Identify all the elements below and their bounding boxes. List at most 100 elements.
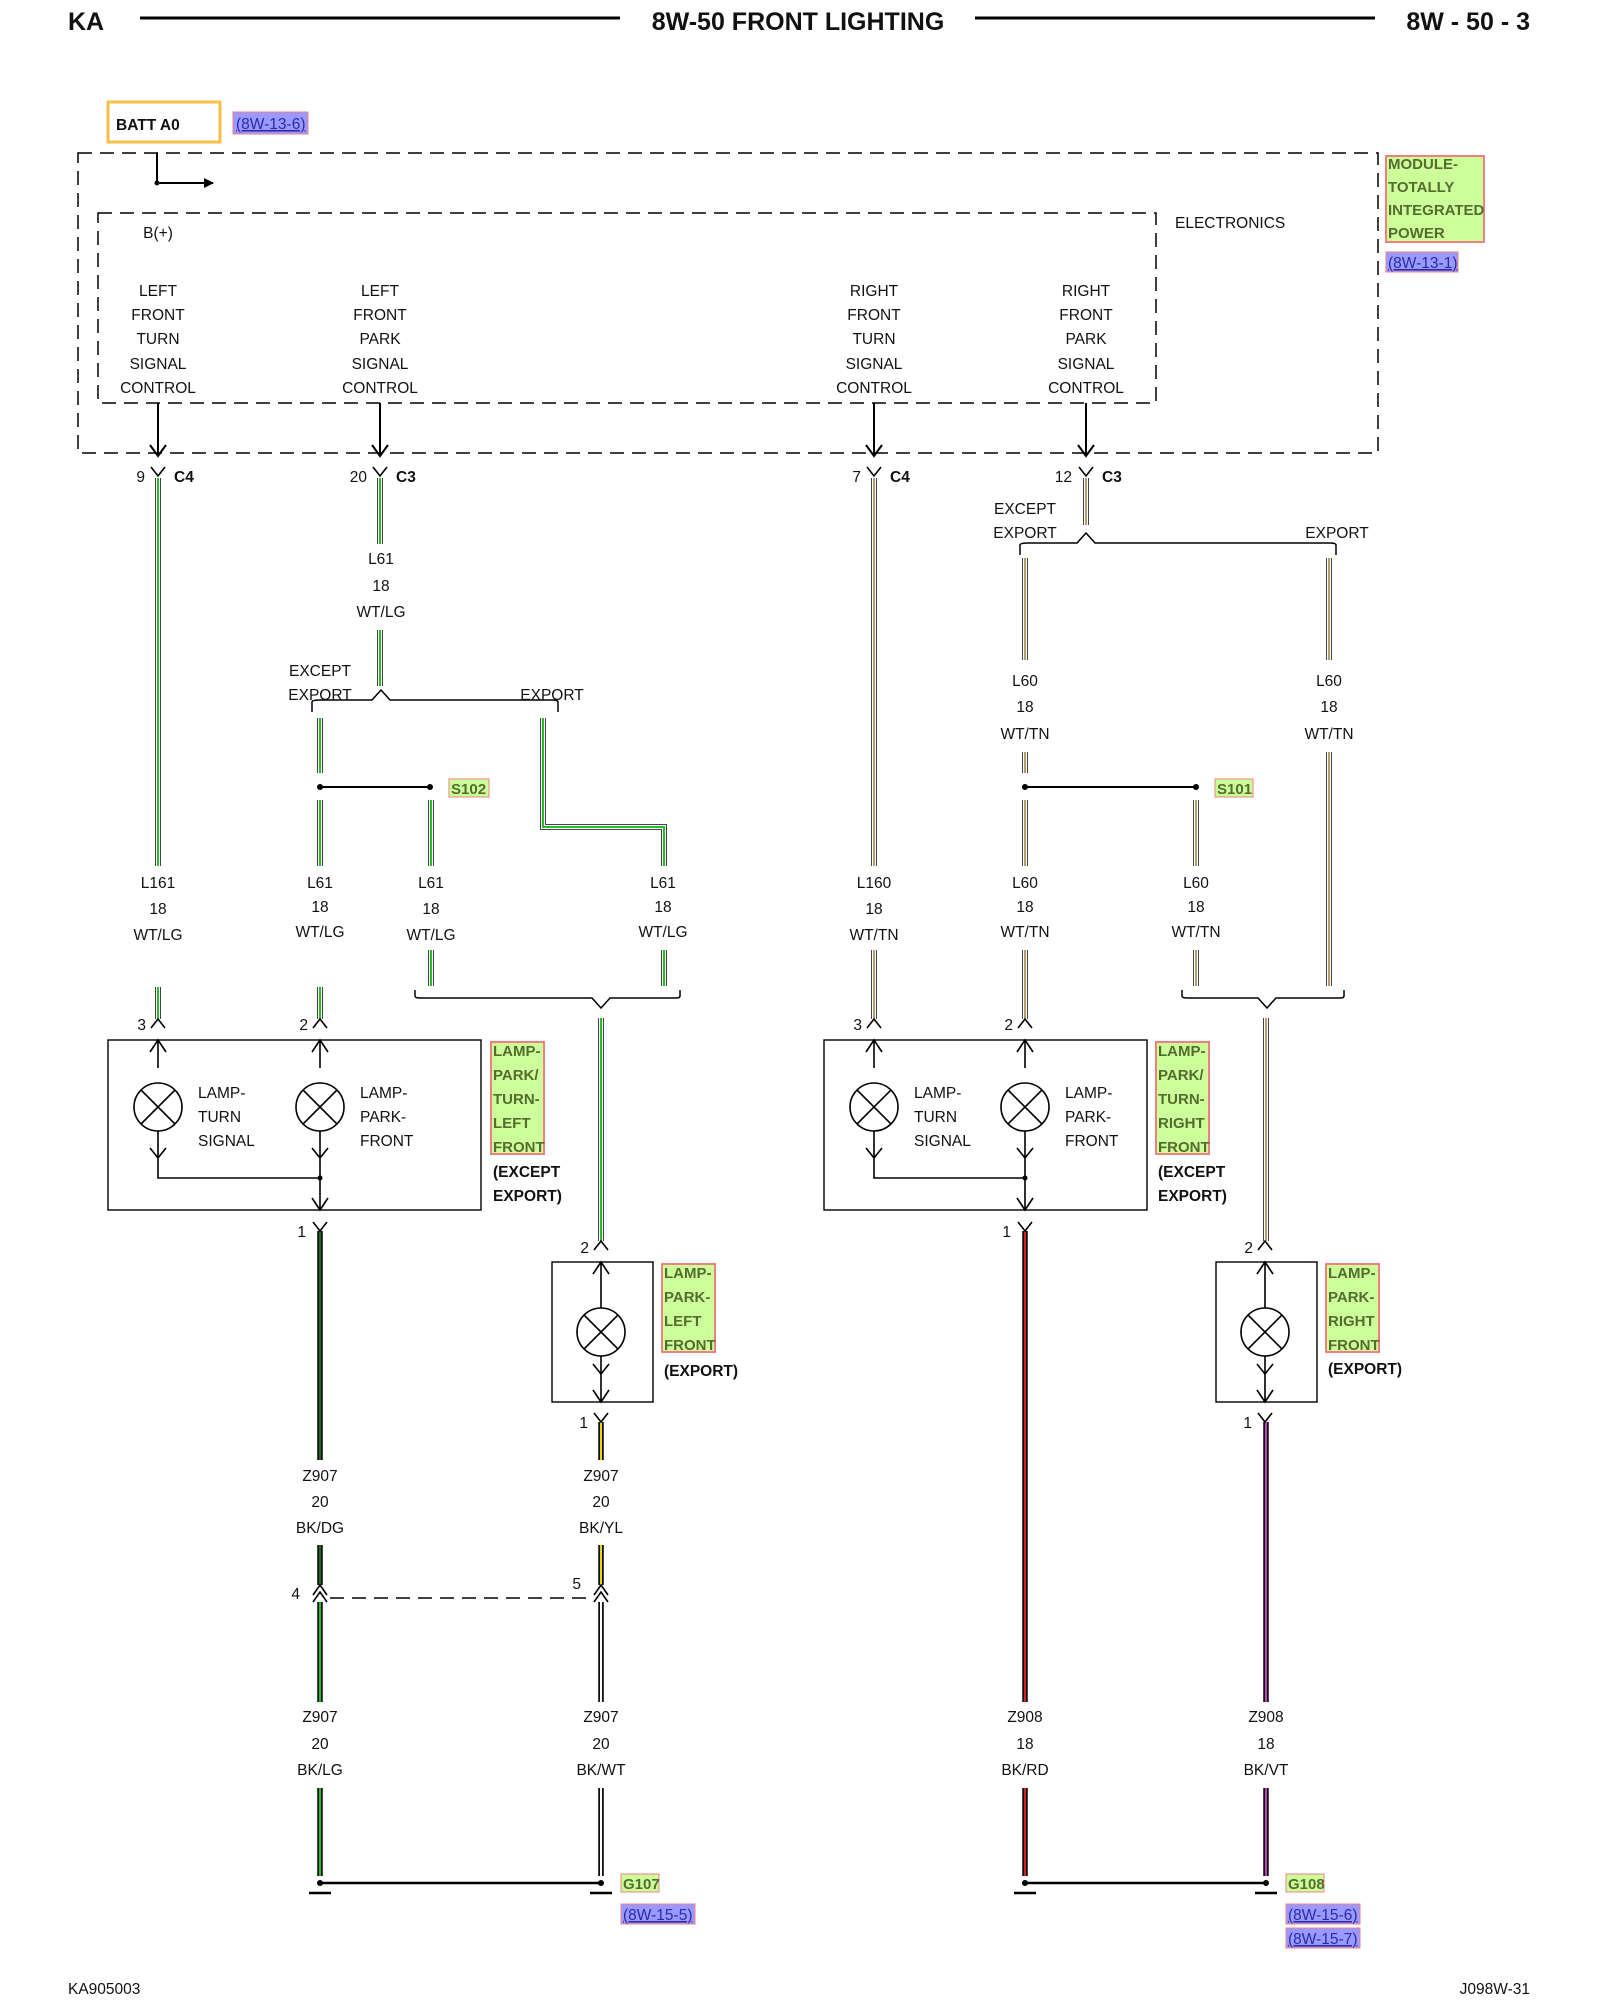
right-export-lamp-arrow [1256,1363,1274,1376]
left-park-label: LAMP- PARK- FRONT [360,1085,414,1150]
module-ref-box[interactable] [1385,251,1459,273]
left-assy-node [317,1175,323,1181]
batt-ref-link[interactable]: (8W-13-6) [236,116,305,133]
svg-text:BK/DG: BK/DG [296,1520,344,1537]
svg-text:18: 18 [1016,899,1033,916]
wire-label-l60-a: L60 18 WT/TN [1000,875,1049,941]
svg-text:SIGNAL: SIGNAL [198,1133,255,1150]
svg-text:(EXCEPT: (EXCEPT [493,1164,561,1181]
batt-ref-box[interactable] [232,111,309,135]
svg-text:WT/TN: WT/TN [849,927,898,944]
wires [155,478,1332,1876]
svg-text:L60: L60 [1012,875,1038,892]
conn-c4-left: C4 [174,469,194,486]
g108-ref1-link[interactable]: (8W-15-6) [1288,1907,1357,1924]
svg-text:BK/LG: BK/LG [297,1762,343,1779]
svg-text:RIGHT: RIGHT [1062,283,1111,300]
left-assy-name: LAMP- PARK/ TURN- LEFT FRONT [493,1043,545,1156]
splice-s101-label: S101 [1217,781,1252,798]
svg-text:Z908: Z908 [1007,1709,1042,1726]
g108-ref1-box[interactable] [1285,1903,1361,1925]
module-output-arrows [149,403,1095,458]
svg-text:LEFT: LEFT [493,1115,531,1132]
module-outline [77,152,1379,454]
wire-label-z907-wt: Z907 20 BK/WT [576,1709,626,1779]
svg-text:EXPORT): EXPORT) [1158,1188,1227,1205]
right-export-pin2-conn [1257,1239,1273,1251]
svg-text:20: 20 [311,1494,329,1511]
svg-text:FRONT: FRONT [1059,307,1113,324]
svg-text:L60: L60 [1012,673,1038,690]
wire-label-z907-lg: Z907 20 BK/LG [297,1709,343,1779]
svg-text:(EXCEPT: (EXCEPT [1158,1164,1226,1181]
svg-text:L161: L161 [141,875,175,892]
g107-ref-box[interactable] [620,1903,696,1925]
conn-c3-right: C3 [1102,469,1122,486]
wire-label-l60-top-a: L60 18 WT/TN [1000,673,1049,743]
svg-text:WT/TN: WT/TN [1171,924,1220,941]
g107-ref-link[interactable]: (8W-15-5) [623,1907,692,1924]
svg-text:Z907: Z907 [583,1709,618,1726]
wire-label-l161: L161 18 WT/LG [133,875,182,944]
svg-text:L61: L61 [307,875,333,892]
svg-text:RIGHT: RIGHT [1158,1115,1205,1132]
left-assy-out-arrow [311,1197,329,1212]
batt-label: BATT A0 [116,117,180,134]
left-assy-pin-1: 1 [297,1224,306,1241]
g108-ref2-box[interactable] [1285,1927,1361,1949]
module-ref-link[interactable]: (8W-13-1) [1388,255,1457,272]
svg-text:LAMP-: LAMP- [664,1265,712,1282]
right-assy-note: (EXCEPT EXPORT) [1158,1164,1227,1205]
svg-text:RIGHT: RIGHT [850,283,899,300]
svg-text:SIGNAL: SIGNAL [914,1133,971,1150]
svg-text:RIGHT: RIGHT [1328,1313,1375,1330]
right-export-pin-1: 1 [1243,1415,1252,1432]
svg-text:18: 18 [1016,699,1033,716]
g108-ref2-link[interactable]: (8W-15-7) [1288,1931,1357,1948]
svg-text:WT/TN: WT/TN [1304,726,1353,743]
wire-label-l160: L160 18 WT/TN [849,875,898,944]
right-assy-name: LAMP- PARK/ TURN- RIGHT FRONT [1158,1043,1210,1156]
left-except-label-2: EXPORT [288,687,352,704]
left-assy-pin1-conn [312,1221,328,1233]
svg-text:BK/WT: BK/WT [576,1762,626,1779]
svg-text:18: 18 [1016,1736,1033,1753]
svg-text:WT/LG: WT/LG [133,927,182,944]
svg-text:FRONT: FRONT [664,1337,716,1354]
right-merge-brace [1181,990,1345,1010]
svg-text:CONTROL: CONTROL [836,380,912,397]
right-turn-bulb-icon [849,1082,899,1132]
right-assy-name-box [1155,1041,1210,1155]
svg-text:Z907: Z907 [583,1468,618,1485]
module-connectors [150,466,1094,478]
svg-text:WT/LG: WT/LG [295,924,344,941]
svg-text:CONTROL: CONTROL [120,380,196,397]
right-assy-conn-pins [865,1017,1034,1068]
svg-text:18: 18 [1320,699,1337,716]
inline-pin-4: 4 [291,1586,300,1603]
right-assy-pin-3: 3 [853,1017,862,1034]
wire-l61-export [541,718,666,866]
right-assy-pin-2: 2 [1004,1017,1013,1034]
svg-text:MODULE-: MODULE- [1388,156,1458,173]
svg-text:Z907: Z907 [302,1709,337,1726]
right-export-pin-2: 2 [1244,1240,1253,1257]
right-except-label-2: EXPORT [993,525,1057,542]
right-export-bulb-icon [1240,1307,1290,1357]
left-assy-name-box [490,1041,545,1155]
left-assy-pin-2: 2 [299,1017,308,1034]
ground-g107: G107 [309,1873,660,1895]
svg-text:SIGNAL: SIGNAL [846,356,903,373]
svg-text:L61: L61 [418,875,444,892]
svg-text:BK/YL: BK/YL [579,1520,623,1537]
left-export-lamp-box [551,1261,654,1403]
left-export-lamp-arrow [592,1363,610,1376]
svg-text:LAMP-: LAMP- [1158,1043,1206,1060]
inline-pin-5: 5 [572,1576,581,1593]
svg-text:TURN-: TURN- [493,1091,540,1108]
footer-right: J098W-31 [1460,1981,1530,1998]
ground-g108-label: G108 [1288,1876,1325,1893]
right-option-brace [1019,531,1337,555]
svg-text:LAMP-: LAMP- [493,1043,541,1060]
right-assy-node [1022,1175,1028,1181]
